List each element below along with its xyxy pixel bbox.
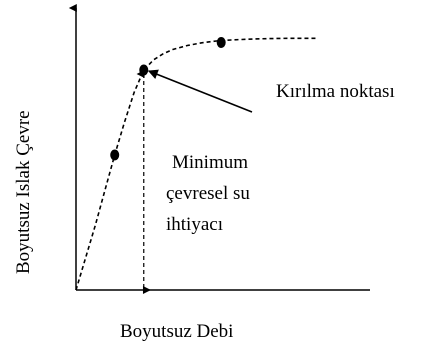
- series-curve: [75, 37, 318, 291]
- data-marker-2: [216, 37, 226, 48]
- x-axis-label: Boyutsuz Debi: [120, 321, 233, 342]
- minimum-label-line2: çevresel su: [166, 183, 250, 204]
- minimum-label-line1: Minimum: [172, 152, 248, 173]
- data-marker-1: [139, 64, 149, 76]
- y-axis-label: Boyutsuz Islak Çevre: [13, 110, 34, 274]
- minimum-label-line3: ihtiyacı: [166, 214, 223, 235]
- data-marker-0: [110, 149, 120, 161]
- breakpoint-label: Kırılma noktası: [276, 81, 395, 102]
- breakpoint-pointer: [147, 69, 253, 113]
- data-markers: [110, 37, 226, 161]
